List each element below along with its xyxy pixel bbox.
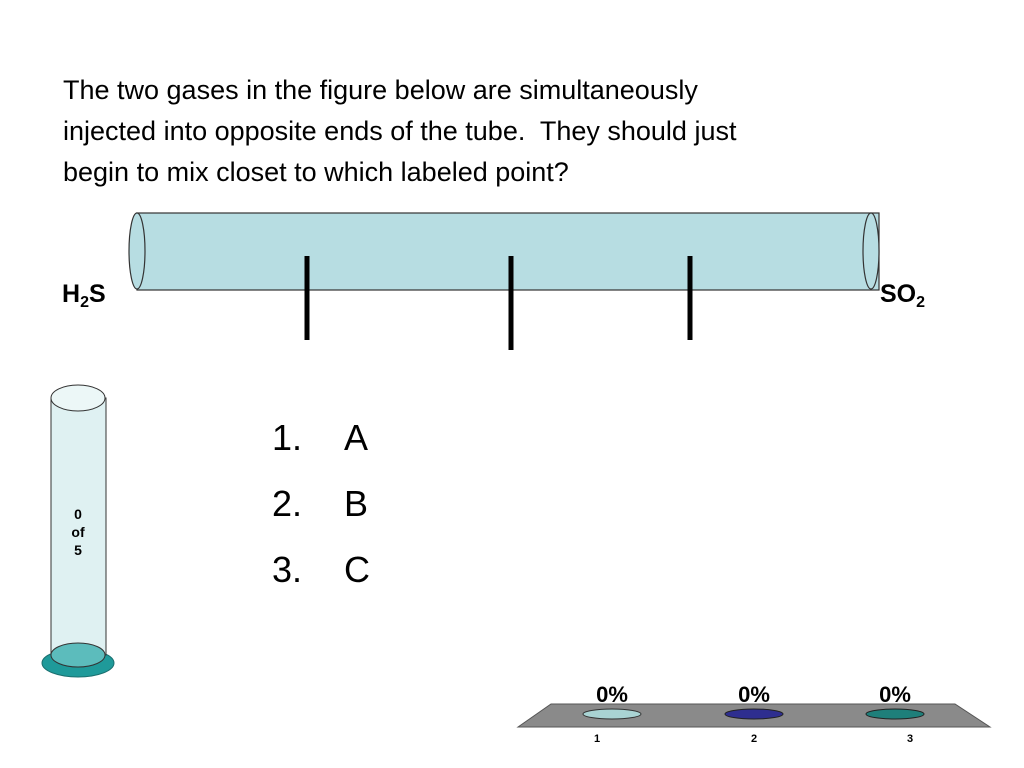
response-count: 0 of 5 bbox=[52, 505, 104, 559]
question-line-1: The two gases in the figure below are si… bbox=[63, 75, 698, 105]
result-disc-1 bbox=[582, 708, 642, 720]
answer-option-2[interactable]: 2.B bbox=[272, 483, 369, 524]
result-percent-2: 0% bbox=[738, 682, 770, 707]
answer-list: 1.A 2.B 3.C bbox=[272, 408, 370, 606]
gas-label-h2s: H2S bbox=[62, 280, 106, 311]
result-percent-1: 0% bbox=[596, 682, 628, 707]
results-platform bbox=[516, 703, 992, 728]
result-category-3: 3 bbox=[906, 733, 914, 745]
result-disc-3 bbox=[865, 708, 925, 720]
result-disc-2 bbox=[724, 708, 784, 720]
answer-option-1[interactable]: 1.A bbox=[272, 417, 369, 458]
result-category-2: 2 bbox=[750, 733, 758, 745]
response-count-value: 0 bbox=[74, 506, 82, 522]
gas-label-so2: SO2 bbox=[880, 280, 926, 311]
glass-tube bbox=[128, 212, 880, 291]
result-percent-3: 0% bbox=[879, 682, 911, 707]
response-count-of: of bbox=[71, 524, 85, 540]
answer-option-3[interactable]: 3.C bbox=[272, 549, 370, 590]
question-line-2: injected into opposite ends of the tube.… bbox=[63, 116, 737, 146]
response-counter-cylinder bbox=[41, 384, 115, 678]
response-count-total: 5 bbox=[74, 542, 82, 558]
question-text: The two gases in the figure below are si… bbox=[63, 70, 963, 193]
result-category-1: 1 bbox=[593, 733, 601, 745]
question-line-3: begin to mix closet to which labeled poi… bbox=[63, 157, 569, 187]
